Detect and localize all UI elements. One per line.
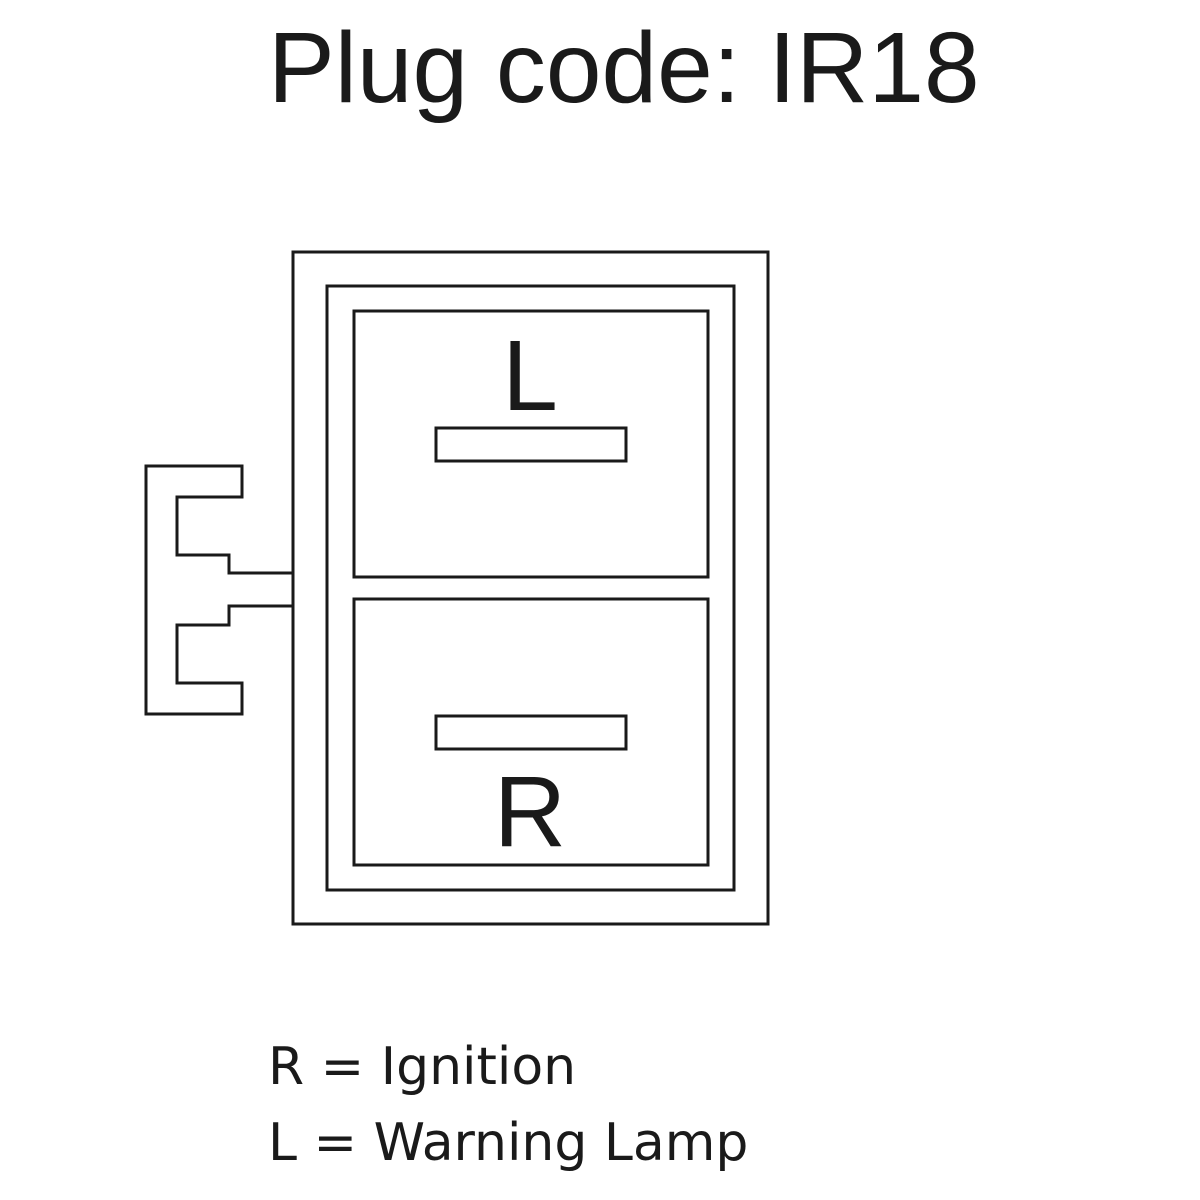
connector-inner-housing: [325, 284, 736, 892]
blade-terminal-r: [434, 714, 628, 751]
plug-code-title: Plug code: IR18: [268, 12, 980, 124]
blade-terminal-l: [434, 426, 628, 463]
terminal-cavity-bottom: [352, 597, 710, 867]
locking-latch: [144, 464, 293, 716]
legend-ignition: R = Ignition: [268, 1037, 577, 1097]
terminal-cavity-top: [352, 309, 710, 579]
terminal-label-l: L: [502, 320, 558, 432]
connector-outer-housing: [291, 250, 770, 926]
legend-warning-lamp: L = Warning Lamp: [268, 1113, 749, 1173]
terminal-label-r: R: [494, 756, 566, 868]
